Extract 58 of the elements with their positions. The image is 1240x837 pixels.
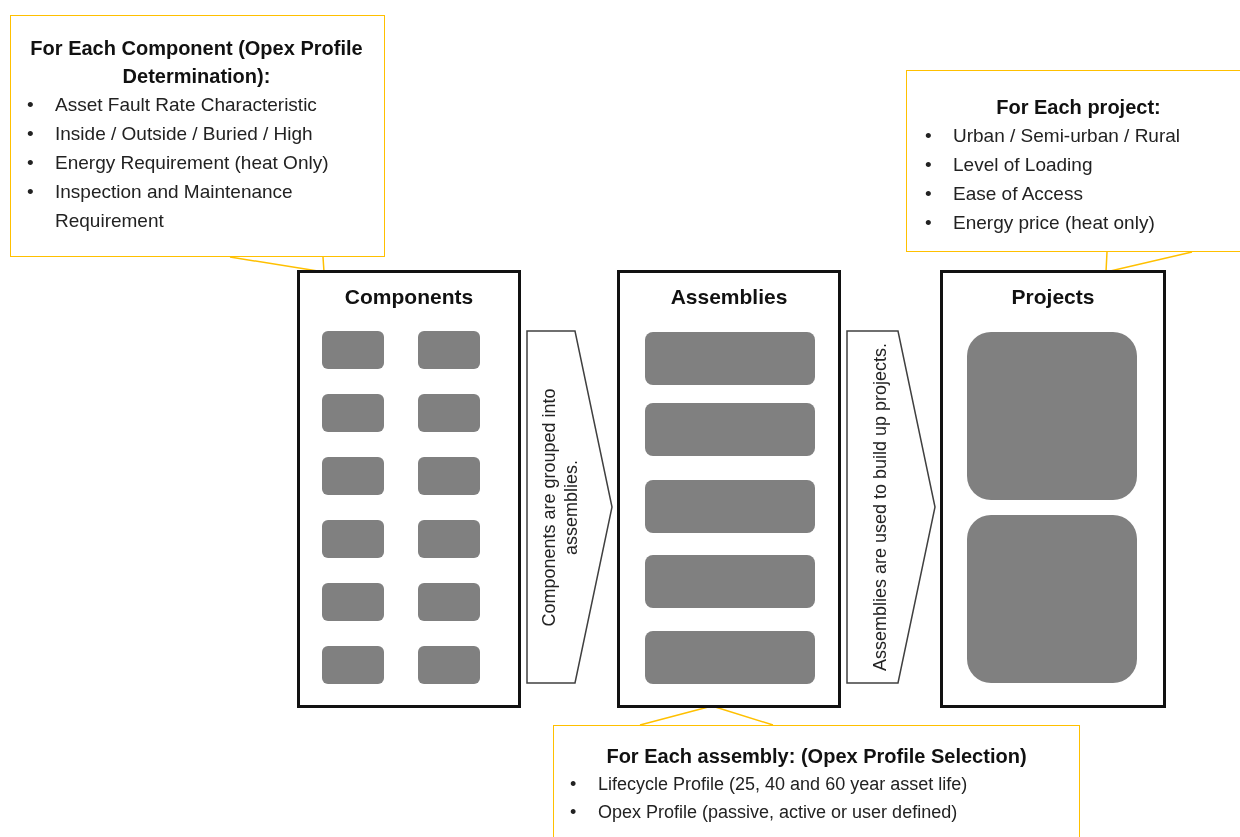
bullet-item: Level of Loading [953, 153, 1093, 177]
item-block [322, 646, 384, 684]
panel-title: Assemblies [669, 285, 789, 309]
bullet-marker: • [26, 93, 35, 117]
item-block [967, 332, 1137, 500]
item-block [418, 457, 480, 495]
item-block [322, 457, 384, 495]
bullet-marker: • [924, 124, 933, 148]
bullet-marker: • [26, 151, 35, 175]
callout-pointer [639, 705, 774, 726]
item-block [645, 480, 815, 533]
stage-panel [617, 270, 841, 708]
bullet-item: Opex Profile (passive, active or user defined) [598, 801, 958, 824]
bullet-item: Energy price (heat only) [953, 211, 1155, 235]
bullet-marker: • [26, 122, 35, 146]
callout-box [906, 70, 1240, 252]
chevron-arrow [846, 330, 936, 684]
item-block [418, 331, 480, 369]
callout-heading: For Each assembly: (Opex Profile Selection) [605, 744, 1028, 769]
callout-heading: For Each project: [995, 95, 1162, 120]
bullet-item: Asset Fault Rate Characteristic [55, 93, 317, 117]
panel-title: Components [343, 285, 475, 309]
edge-label: Assemblies are used to build up projects. [869, 341, 891, 673]
bullet-item: Ease of Access [953, 182, 1083, 206]
item-block [322, 394, 384, 432]
item-block [418, 394, 480, 432]
bullet-item: Inside / Outside / Buried / High [55, 122, 313, 146]
item-block [418, 583, 480, 621]
item-block [322, 331, 384, 369]
item-block [322, 520, 384, 558]
item-block [645, 631, 815, 684]
item-block [418, 520, 480, 558]
item-block [418, 646, 480, 684]
bullet-marker: • [924, 153, 933, 177]
stage-panel [940, 270, 1166, 708]
bullet-item: Urban / Semi-urban / Rural [953, 124, 1181, 148]
bullet-marker: • [26, 180, 35, 204]
panel-title: Projects [1010, 285, 1096, 309]
callout-pointer [229, 256, 325, 273]
item-block [322, 583, 384, 621]
bullet-item: Energy Requirement (heat Only) [55, 151, 329, 175]
bullet-marker: • [569, 801, 578, 824]
item-block [645, 403, 815, 456]
bullet-item: Inspection and Maintenance Requirement [55, 180, 294, 233]
callout-pointer [1105, 251, 1193, 273]
bullet-marker: • [924, 211, 933, 235]
item-block [645, 332, 815, 385]
bullet-marker: • [569, 773, 578, 796]
bullet-item: Lifecycle Profile (25, 40 and 60 year asset life) [598, 773, 968, 796]
chevron-arrow [526, 330, 613, 684]
callout-heading: For Each Component (Opex Profile Determination): [29, 36, 364, 89]
bullet-marker: • [924, 182, 933, 206]
callout-box [10, 15, 385, 257]
item-block [645, 555, 815, 608]
callout-box [553, 725, 1080, 837]
item-block [967, 515, 1137, 683]
edge-label: Components are grouped into assemblies. [536, 386, 581, 629]
stage-panel [297, 270, 521, 708]
